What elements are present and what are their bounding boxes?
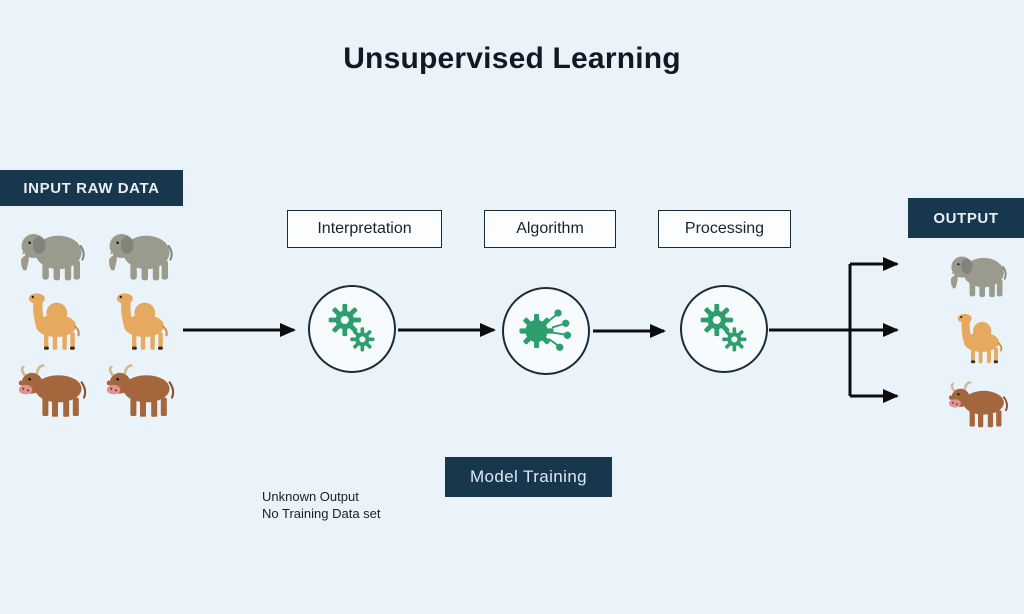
interpretation-box: Interpretation	[287, 210, 442, 248]
algorithm-box: Algorithm	[484, 210, 616, 248]
elephant-icon	[11, 222, 93, 286]
input-raw-data-label: INPUT RAW DATA	[0, 170, 183, 206]
processing-circle	[680, 285, 768, 373]
algorithm-circle	[502, 287, 590, 375]
interpretation-circle	[308, 285, 396, 373]
elephant-icon	[942, 246, 1014, 302]
gears-icon	[328, 303, 375, 352]
cow-icon	[942, 374, 1014, 430]
notes-text: Unknown Output No Training Data set	[262, 488, 381, 522]
cow-icon	[99, 356, 181, 420]
note-line-no-training-data: No Training Data set	[262, 506, 381, 521]
gears-icon	[700, 303, 747, 352]
page-title: Unsupervised Learning	[343, 42, 681, 75]
input-animals-grid	[8, 220, 186, 421]
output-animals-column	[938, 246, 1018, 430]
camel-icon	[11, 289, 93, 353]
processing-box: Processing	[658, 210, 791, 248]
elephant-icon	[99, 222, 181, 286]
camel-icon	[99, 289, 181, 353]
model-training-label: Model Training	[445, 457, 612, 497]
cow-icon	[11, 356, 93, 420]
gear-network-icon	[519, 309, 572, 351]
output-label: OUTPUT	[908, 198, 1024, 238]
note-line-unknown-output: Unknown Output	[262, 489, 359, 504]
camel-icon	[942, 310, 1014, 366]
